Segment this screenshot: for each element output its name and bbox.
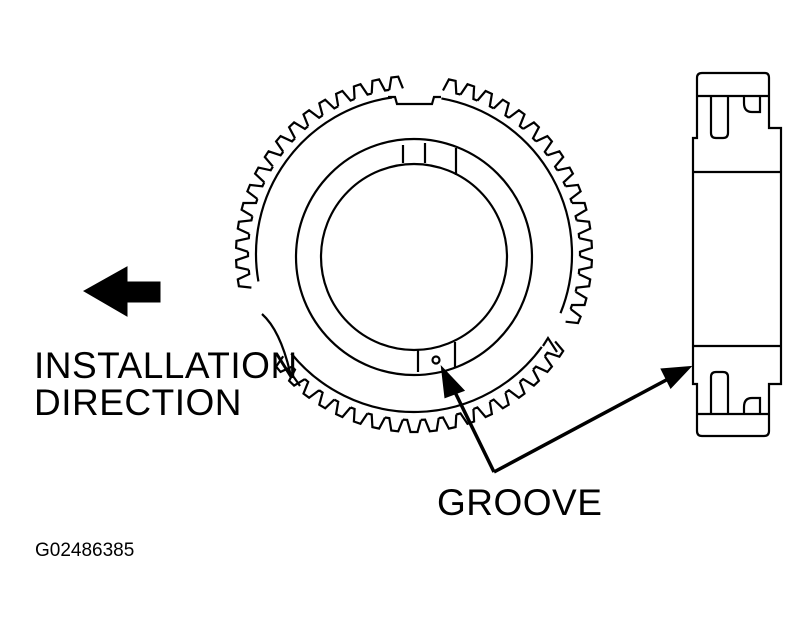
installation-direction-label-line1: INSTALLATION: [34, 345, 298, 386]
key-slot-top: [401, 143, 458, 175]
sleeve-outline: [691, 71, 783, 438]
hub-bore: [319, 162, 509, 352]
gear-teeth: [234, 75, 594, 434]
pointer-arrowhead-left: [440, 364, 466, 399]
left-arrow-icon: [82, 266, 161, 317]
gear-rim: [254, 96, 574, 414]
figure-id: G02486385: [35, 540, 135, 561]
groove-label: GROOVE: [437, 482, 603, 523]
key-slot-bottom: [416, 342, 457, 372]
groove-pointer: [440, 364, 693, 474]
synchronizer-ring: [234, 75, 594, 434]
top-notch: [388, 95, 441, 106]
sleeve-cutout-top: [697, 94, 769, 140]
groove-mark: [431, 355, 441, 365]
pointer-arrowhead-right: [660, 365, 693, 390]
installation-direction-label-line2: DIRECTION: [34, 382, 242, 423]
hub-outer-ring: [294, 137, 534, 377]
gear-split-right: [542, 335, 558, 353]
sleeve-side-view: [691, 71, 783, 438]
sleeve-cutout-bottom: [697, 370, 769, 416]
gear-split-left: [261, 313, 301, 387]
